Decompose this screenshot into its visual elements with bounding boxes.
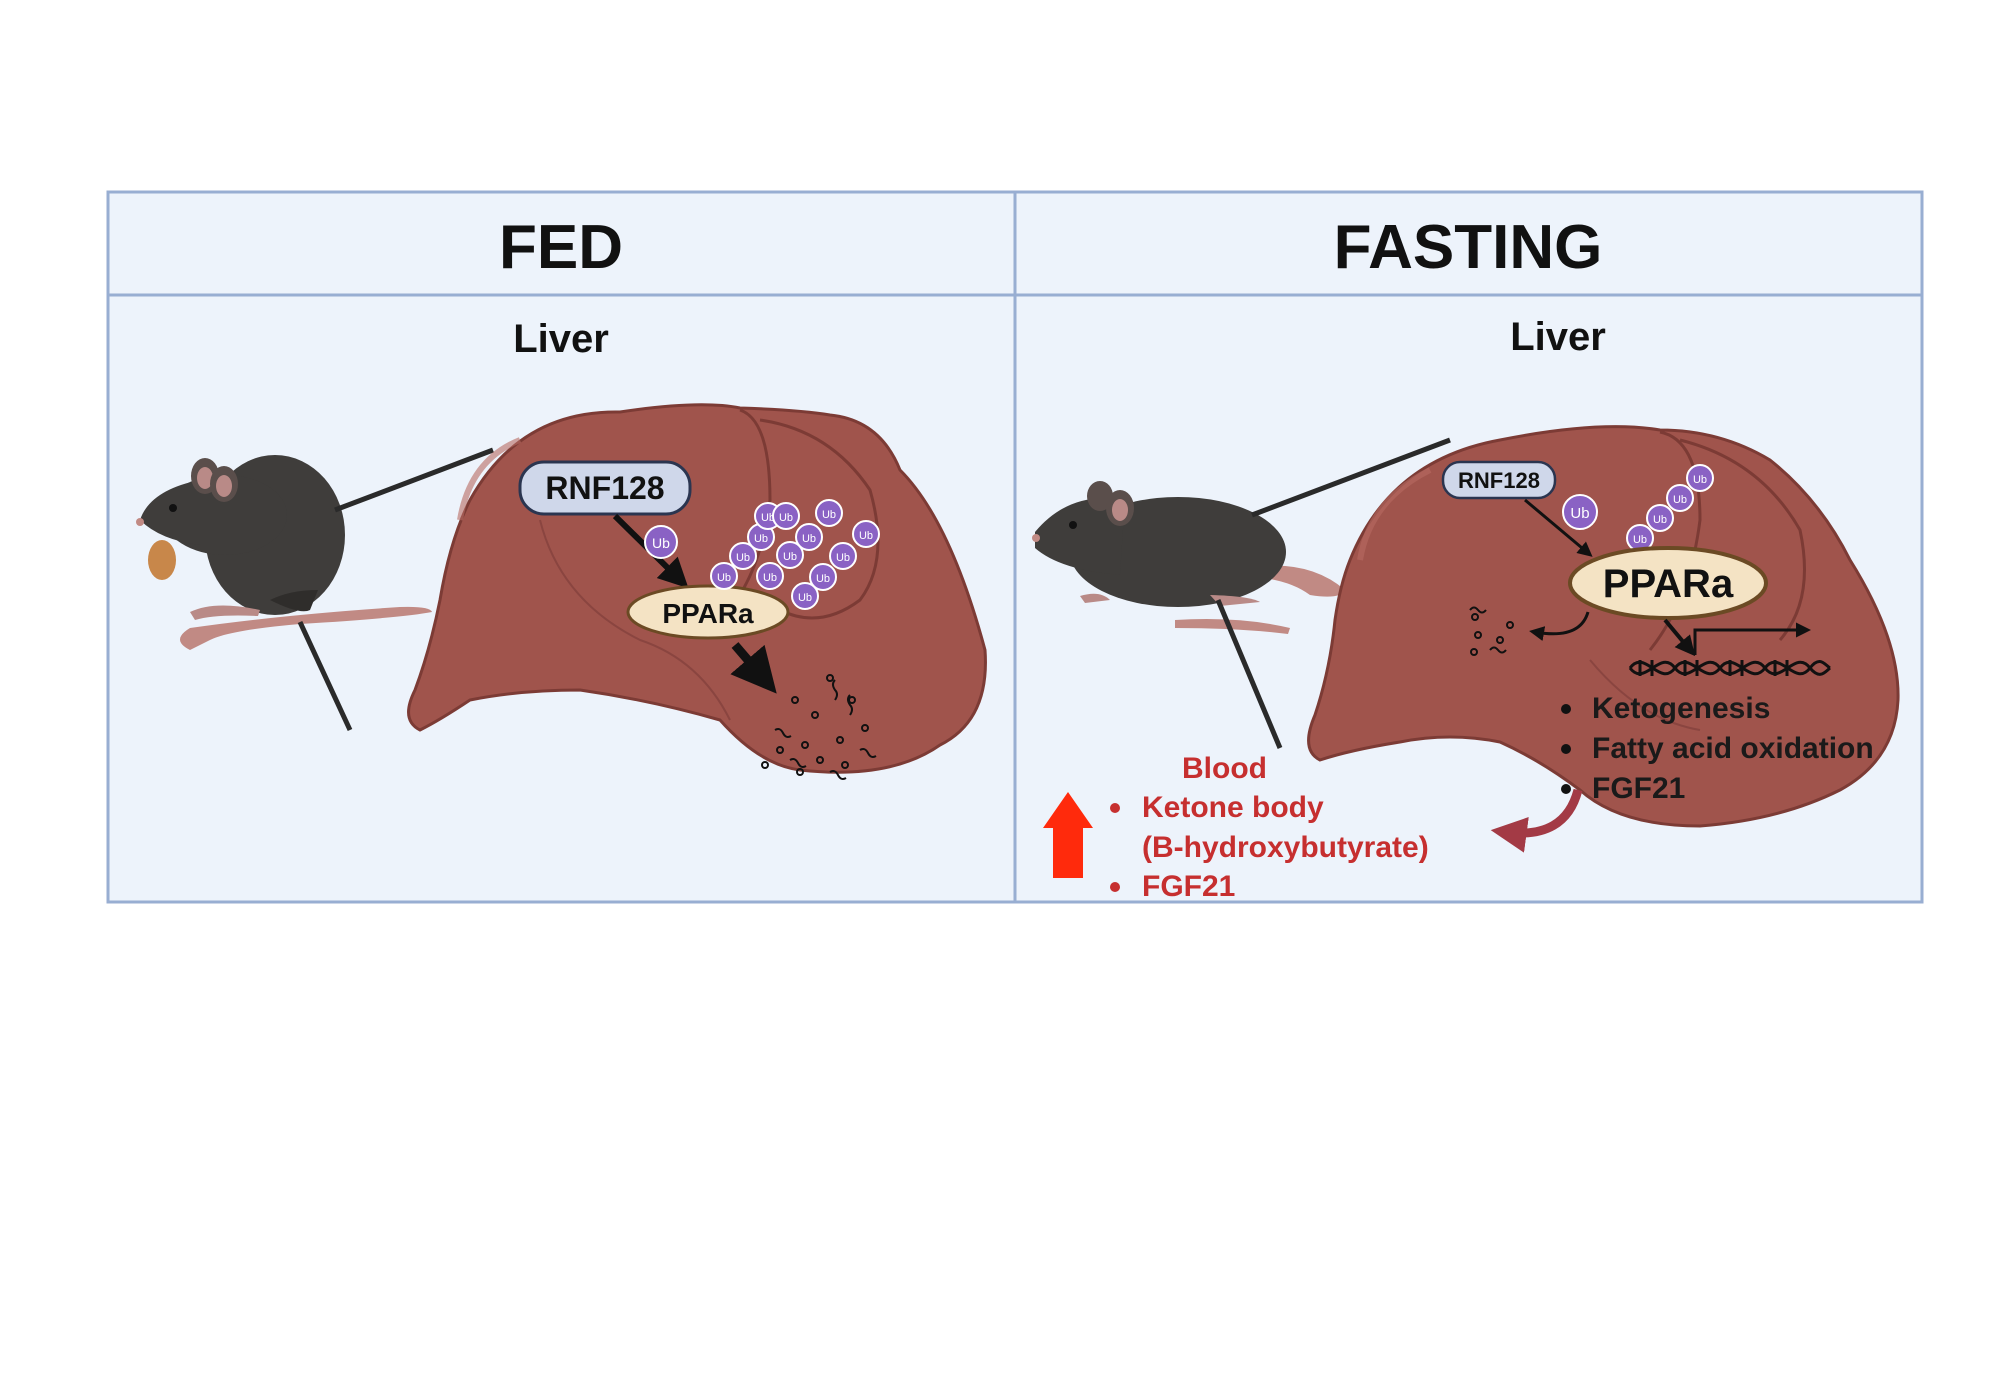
ub-icon: Ub xyxy=(852,520,880,548)
ub-icon: Ub xyxy=(1626,524,1654,552)
svg-text:Ub: Ub xyxy=(1673,494,1687,506)
ub-icon: Ub xyxy=(1686,464,1714,492)
ub-icon: Ub xyxy=(791,582,819,610)
ub-icon: Ub xyxy=(829,542,857,570)
fasting-rnf128-to-ppara-arrow xyxy=(1524,498,1593,557)
svg-text:Ub: Ub xyxy=(816,573,830,585)
outcome-ketogenesis: Ketogenesis xyxy=(1592,692,1770,725)
ub-icon: Ub xyxy=(795,523,823,551)
svg-text:Ub: Ub xyxy=(717,572,731,584)
outcome-fatty-acid-oxidation: Fatty acid oxidation xyxy=(1592,732,1874,765)
svg-text:Ub: Ub xyxy=(859,530,873,542)
svg-text:Ub: Ub xyxy=(836,552,850,564)
ub-icon: Ub xyxy=(1666,484,1694,512)
fasting-ub-single: Ub xyxy=(1562,494,1598,530)
fed-zoom-line-top xyxy=(334,447,494,513)
fasting-liver-label: Liver xyxy=(1510,315,1606,359)
svg-text:Ub: Ub xyxy=(1633,534,1647,546)
fed-zoom-line-bottom xyxy=(297,620,353,732)
transcription-start-arrow xyxy=(1693,622,1811,655)
fed-rnf128-node xyxy=(518,460,692,516)
fasting-mouse-illustration xyxy=(1032,481,1345,634)
blood-title: Blood xyxy=(1182,752,1267,785)
ub-icon: Ub xyxy=(1570,505,1589,522)
blood-item-bhb: (B-hydroxybutyrate) xyxy=(1142,831,1429,864)
fasting-rnf128-node xyxy=(1441,460,1557,500)
svg-text:Ub: Ub xyxy=(652,535,670,551)
fasting-outcomes-list: Ketogenesis Fatty acid oxidation FGF21 xyxy=(1561,692,1874,805)
svg-text:Ub: Ub xyxy=(798,592,812,604)
fed-ubiquitin-chain: Ub Ub Ub Ub Ub Ub Ub Ub Ub Ub Ub Ub Ub U… xyxy=(644,499,880,610)
ub-icon: Ub xyxy=(1646,504,1674,532)
fed-ppara-node xyxy=(626,584,790,640)
svg-text:Ub: Ub xyxy=(779,512,793,524)
ub-icon: Ub xyxy=(710,562,738,590)
ub-icon: Ub xyxy=(776,541,804,569)
svg-text:Ub: Ub xyxy=(802,533,816,545)
dna-icon xyxy=(1628,660,1831,676)
secretion-to-blood-arrow xyxy=(1490,788,1583,853)
blood-items-list: Ketone body (B-hydroxybutyrate) FGF21 xyxy=(1110,791,1429,903)
ub-icon: Ub xyxy=(809,563,837,591)
fasting-rnf128-label: RNF128 xyxy=(1458,468,1540,493)
fasting-zoom-line-top xyxy=(1251,437,1451,518)
fed-degraded-peptides xyxy=(761,674,877,780)
fasting-ppara-node xyxy=(1568,546,1768,620)
fed-ppara-label: PPARa xyxy=(662,598,754,629)
fasting-zoom-line-bottom xyxy=(1215,599,1283,749)
ub-icon: Ub xyxy=(756,562,784,590)
blood-item-ketone-body: Ketone body xyxy=(1142,791,1324,824)
svg-text:Ub: Ub xyxy=(736,552,750,564)
outcome-fgf21: FGF21 xyxy=(1592,772,1685,805)
svg-text:Ub: Ub xyxy=(783,551,797,563)
ub-icon: Ub xyxy=(815,499,843,527)
ub-icon: Ub xyxy=(729,542,757,570)
svg-text:Ub: Ub xyxy=(761,512,775,524)
fasting-ppara-label: PPARa xyxy=(1603,562,1734,606)
fed-degradation-arrow xyxy=(730,642,777,694)
blood-item-fgf21: FGF21 xyxy=(1142,870,1235,903)
svg-text:Ub: Ub xyxy=(1693,474,1707,486)
ub-icon: Ub xyxy=(747,523,775,551)
fed-liver-label: Liver xyxy=(513,317,609,361)
svg-text:Ub: Ub xyxy=(754,533,768,545)
fed-mouse-illustration xyxy=(136,455,432,650)
ub-icon: Ub xyxy=(644,525,678,559)
svg-text:Ub: Ub xyxy=(763,572,777,584)
svg-text:Ub: Ub xyxy=(1653,514,1667,526)
fasting-minor-degradation-arrow xyxy=(1529,611,1590,641)
fasting-ppara-to-dna-arrow xyxy=(1663,618,1696,657)
fed-title: FED xyxy=(499,213,623,282)
fasting-title: FASTING xyxy=(1334,213,1603,282)
svg-text:Ub: Ub xyxy=(822,509,836,521)
fasting-ubiquitin-chain: Ub Ub Ub Ub xyxy=(1626,464,1714,552)
blood-increase-arrow xyxy=(1043,792,1093,878)
ub-icon: Ub xyxy=(772,502,800,530)
fasting-degraded-peptides xyxy=(1469,606,1514,656)
fed-rnf128-label: RNF128 xyxy=(545,470,664,506)
